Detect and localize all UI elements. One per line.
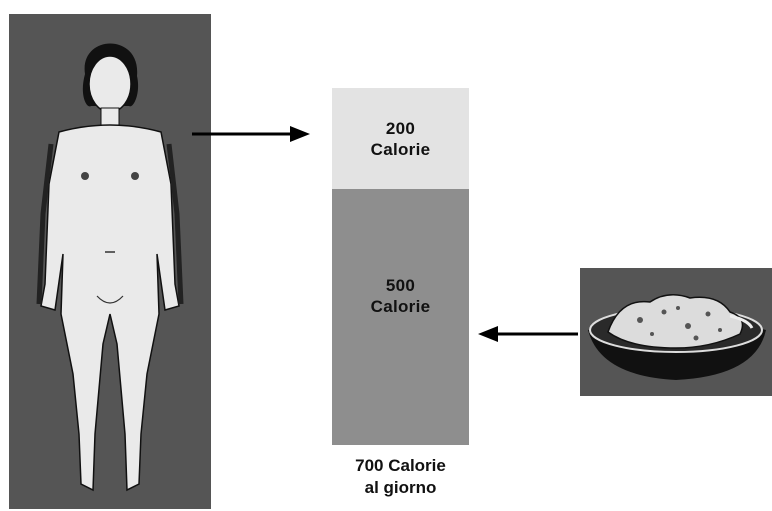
arrow-right-icon (192, 124, 312, 144)
segment-value: 200 (371, 118, 431, 139)
segment-unit: Calorie (371, 296, 431, 317)
bar-segment-food-intake: 500 Calorie (332, 189, 469, 445)
body-figure-panel (9, 14, 211, 509)
food-panel (580, 268, 772, 396)
total-label: 700 Calorie (332, 455, 469, 477)
food-bowl-icon (580, 268, 772, 396)
segment-unit: Calorie (371, 139, 431, 160)
bar-segment-body-expenditure: 200 Calorie (332, 88, 469, 189)
total-sublabel: al giorno (332, 477, 469, 499)
woman-figure-icon (9, 14, 211, 509)
calorie-bar: 200 Calorie 500 Calorie (332, 88, 469, 445)
total-calories-caption: 700 Calorie al giorno (332, 455, 469, 499)
segment-value: 500 (371, 275, 431, 296)
arrow-left-icon (478, 324, 578, 344)
